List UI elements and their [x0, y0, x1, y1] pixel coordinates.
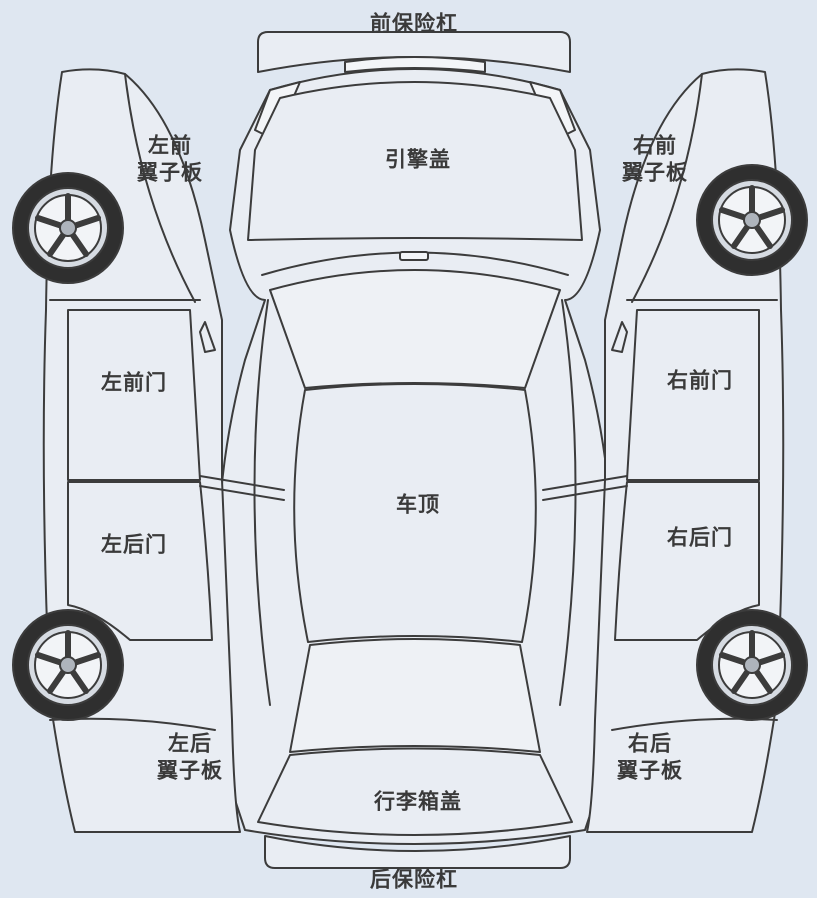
hood-label: 引擎盖 — [385, 147, 451, 172]
left-rear-wheel — [12, 609, 124, 721]
right-rear-fender-label-line1: 右后 — [628, 731, 672, 756]
left-front-wheel — [12, 172, 124, 284]
right-front-wheel — [696, 164, 808, 276]
right-front-fender-label-line1: 右前 — [633, 133, 677, 158]
roof-label: 车顶 — [396, 492, 440, 517]
right-rear-fender-label: 右后 翼子板 — [617, 731, 683, 786]
windshield-part — [269, 269, 561, 389]
trunk-label: 行李箱盖 — [374, 789, 462, 814]
right-front-fender-label-line2: 翼子板 — [622, 161, 688, 185]
left-front-fender-label-line2: 翼子板 — [137, 161, 203, 185]
left-rear-door-part[interactable] — [67, 481, 213, 641]
left-front-door-part[interactable] — [67, 309, 201, 481]
left-front-fender-label: 左前 翼子板 — [137, 133, 203, 188]
right-rear-wheel — [696, 609, 808, 721]
right-mirror — [611, 321, 628, 353]
left-front-fender-label-line1: 左前 — [148, 133, 192, 158]
left-rear-door-label: 左后门 — [101, 532, 167, 557]
rear-bumper-label: 后保险杠 — [370, 867, 458, 892]
right-front-door-label: 右前门 — [667, 368, 733, 393]
left-rear-fender-label-line2: 翼子板 — [157, 759, 223, 783]
front-bumper-label: 前保险杠 — [370, 11, 458, 36]
right-front-fender-label: 右前 翼子板 — [622, 133, 688, 188]
rear-bumper-part[interactable] — [264, 835, 571, 869]
left-rear-fender-label-line1: 左后 — [168, 731, 212, 756]
hood-part[interactable] — [247, 81, 583, 276]
roof-part[interactable] — [293, 383, 537, 643]
trunk-part[interactable] — [257, 747, 573, 836]
front-bumper-part[interactable] — [257, 31, 571, 73]
left-mirror — [199, 321, 216, 353]
right-rear-fender-label-line2: 翼子板 — [617, 759, 683, 783]
left-front-door-label: 左前门 — [101, 370, 167, 395]
left-rear-fender-label: 左后 翼子板 — [157, 731, 223, 786]
right-front-door-part[interactable] — [626, 309, 760, 481]
right-rear-door-label: 右后门 — [667, 525, 733, 550]
rear-window-part — [289, 638, 541, 753]
